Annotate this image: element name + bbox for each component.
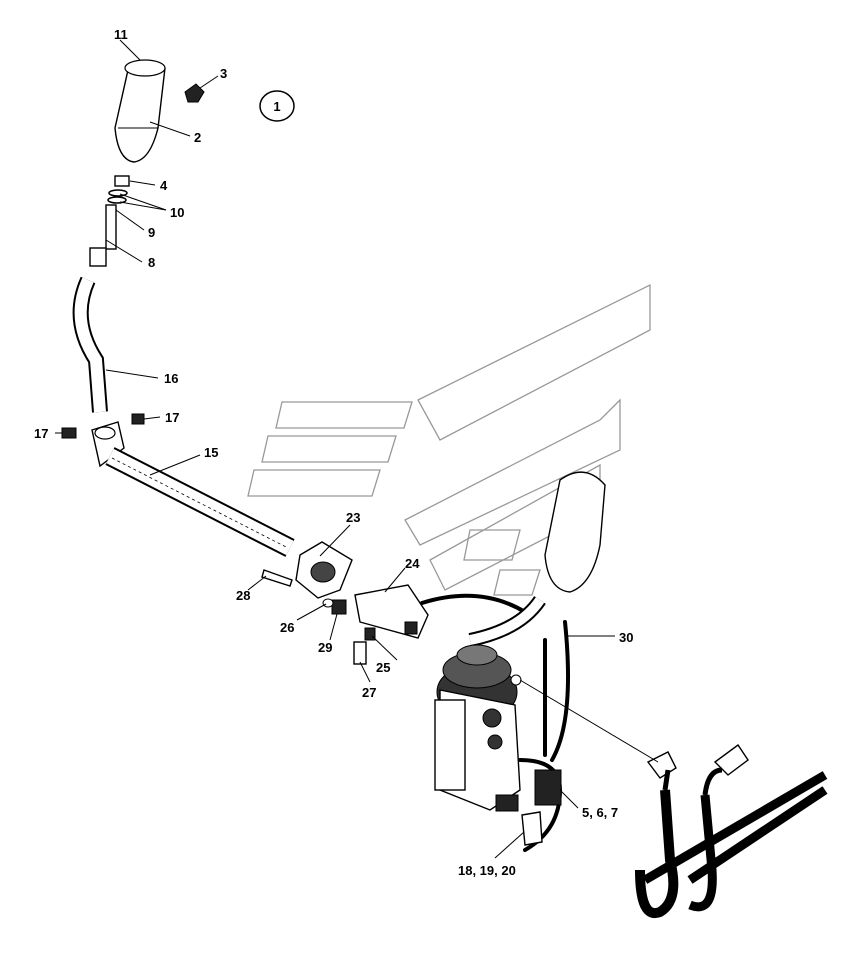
callout-18-19-20: 18, 19, 20 bbox=[458, 863, 516, 878]
callout-11: 11 bbox=[114, 27, 128, 42]
callout-16: 16 bbox=[164, 371, 178, 386]
callout-9: 9 bbox=[148, 225, 155, 240]
callout-30: 30 bbox=[619, 630, 633, 645]
callout-10: 10 bbox=[170, 205, 184, 220]
callout-8: 8 bbox=[148, 255, 155, 270]
spring-washers bbox=[107, 189, 128, 204]
set-screw-right bbox=[131, 413, 145, 425]
set-screw-left bbox=[61, 427, 77, 439]
bolt-27 bbox=[353, 641, 367, 665]
leader-lines bbox=[55, 39, 659, 859]
lever-socket-block bbox=[91, 421, 125, 468]
callout-5-6-7: 5, 6, 7 bbox=[582, 805, 618, 820]
callout-15: 15 bbox=[204, 445, 218, 460]
callout-17-left: 17 bbox=[34, 426, 48, 441]
callout-3: 3 bbox=[220, 66, 227, 81]
lever-bent-tube bbox=[72, 276, 108, 413]
callout-26: 26 bbox=[280, 620, 294, 635]
coupling-housing bbox=[354, 584, 429, 639]
shift-knob-upper bbox=[114, 59, 166, 163]
spring-pin-25 bbox=[364, 627, 376, 641]
callout-27: 27 bbox=[362, 685, 376, 700]
callout-2: 2 bbox=[194, 130, 201, 145]
view-number-badge: 1 bbox=[259, 90, 295, 122]
bolt-28 bbox=[261, 569, 293, 587]
collar bbox=[114, 175, 130, 187]
shift-shaft bbox=[105, 447, 295, 557]
hydraulic-hoses-right bbox=[635, 744, 828, 919]
callout-labels: 11 3 2 4 10 9 8 16 17 17 15 23 24 28 26 … bbox=[34, 27, 633, 878]
callout-24: 24 bbox=[405, 556, 420, 571]
washer-26 bbox=[322, 598, 334, 608]
callout-25: 25 bbox=[376, 660, 390, 675]
callout-28: 28 bbox=[236, 588, 250, 603]
callout-4: 4 bbox=[160, 178, 168, 193]
callout-29: 29 bbox=[318, 640, 332, 655]
callout-23: 23 bbox=[346, 510, 360, 525]
nut-29 bbox=[331, 599, 347, 615]
callout-17-right: 17 bbox=[165, 410, 179, 425]
shift-knob-lower bbox=[468, 471, 606, 647]
lever-rod-upper bbox=[89, 204, 117, 267]
view-number: 1 bbox=[273, 99, 280, 114]
knob-cap bbox=[184, 83, 205, 103]
mounting-flange bbox=[295, 541, 353, 599]
valve-body bbox=[434, 674, 562, 846]
